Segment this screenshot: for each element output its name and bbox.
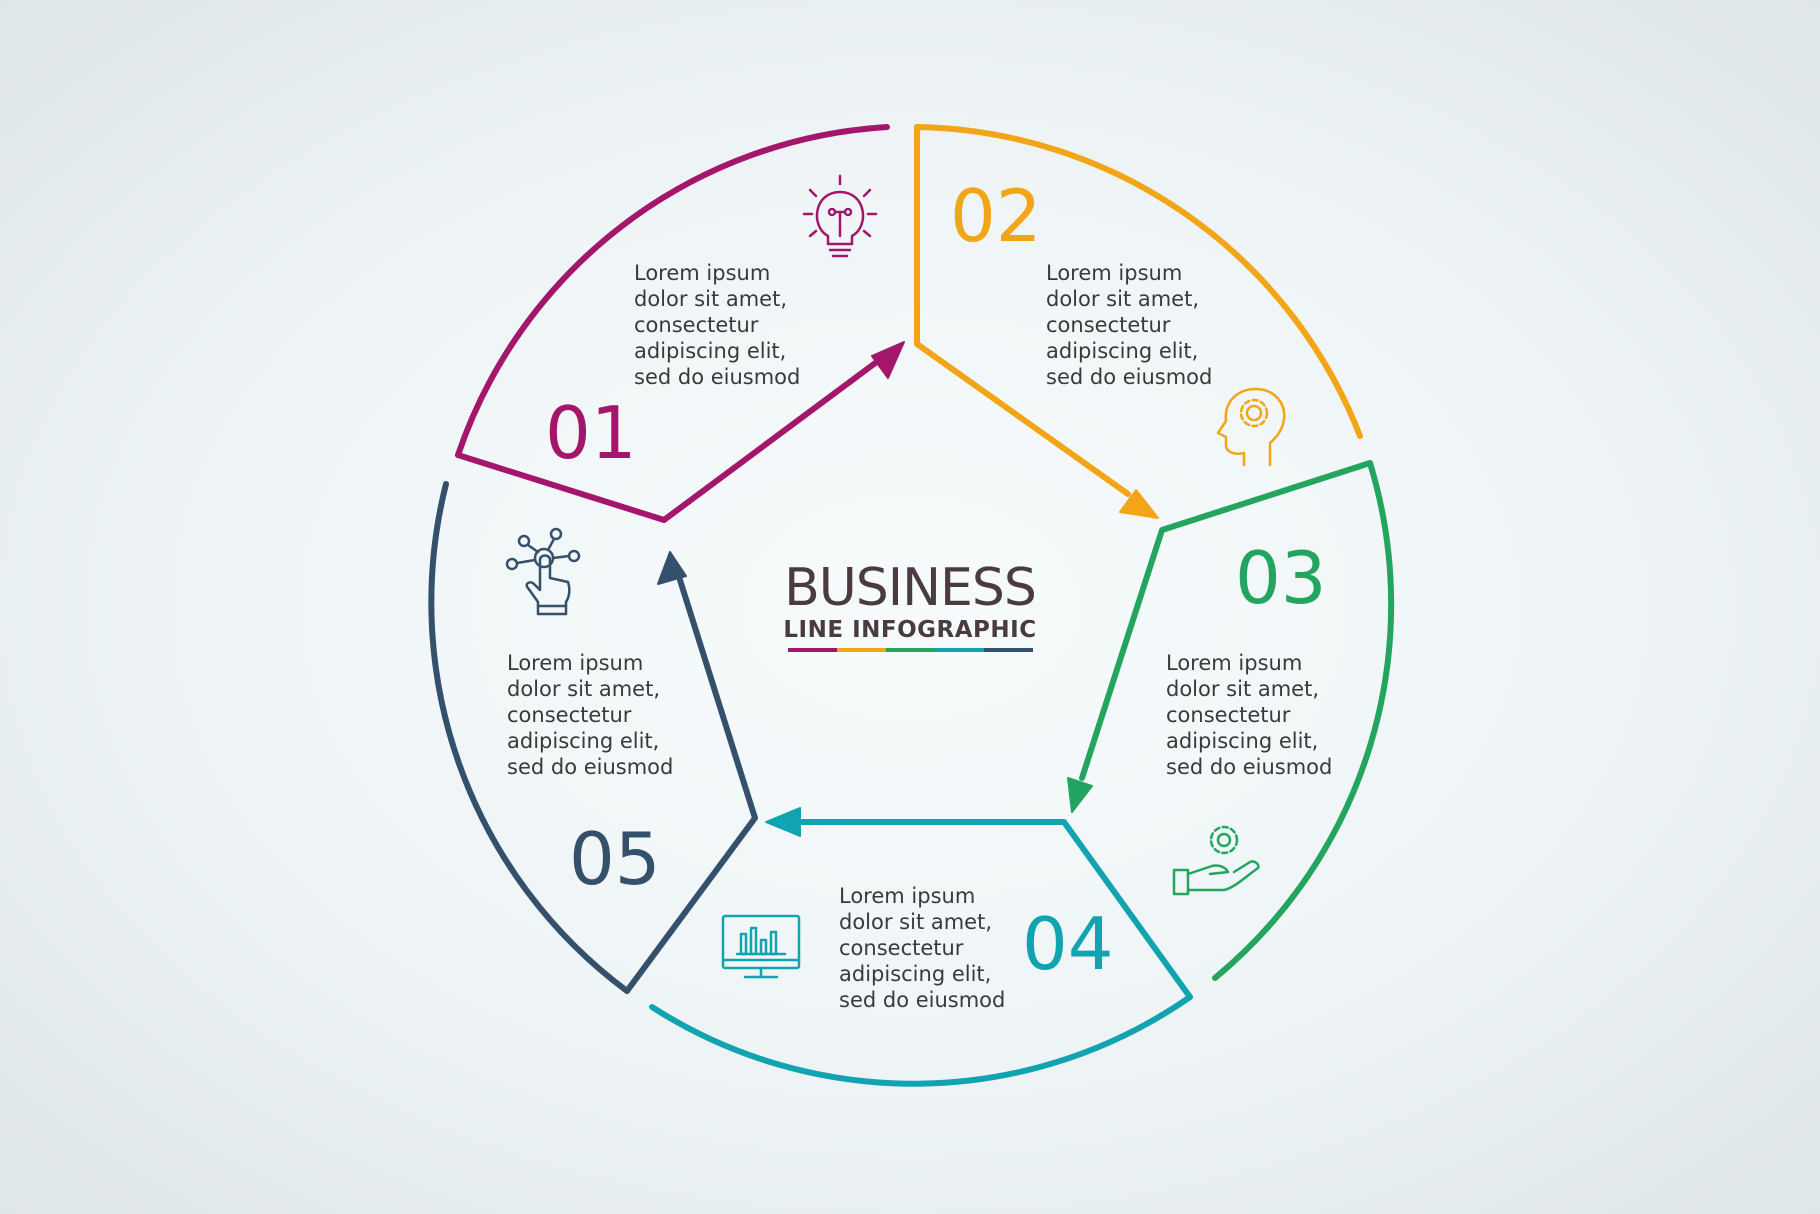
step-2-number: 02 bbox=[950, 174, 1042, 258]
step-1-text: Lorem ipsum dolor sit amet, consectetur … bbox=[634, 261, 801, 389]
segment-3-arc bbox=[1212, 460, 1395, 981]
segment-1-arrow-path bbox=[455, 355, 885, 523]
head-gear-icon bbox=[1216, 387, 1286, 467]
touch-network-icon bbox=[505, 527, 581, 616]
underline-segment-4 bbox=[934, 648, 984, 652]
segment-1 bbox=[455, 124, 905, 523]
segment-4-arc bbox=[649, 994, 1193, 1087]
underline-segment-1 bbox=[787, 648, 837, 652]
segment-5-arrow-path bbox=[624, 577, 758, 994]
segment-3 bbox=[1067, 460, 1395, 981]
title-sub: LINE INFOGRAPHIC bbox=[783, 617, 1037, 643]
lightbulb-icon bbox=[802, 174, 878, 258]
step-4-number: 04 bbox=[1022, 902, 1114, 986]
segment-2-arc bbox=[914, 124, 1363, 439]
segment-1-arc bbox=[455, 124, 890, 458]
segment-3-arrowhead bbox=[1067, 777, 1093, 813]
underline-segment-2 bbox=[836, 648, 886, 652]
segment-1-arrowhead bbox=[871, 341, 905, 379]
step-3-number: 03 bbox=[1235, 536, 1327, 620]
underline-segment-5 bbox=[983, 648, 1033, 652]
segment-4-arrowhead bbox=[765, 807, 801, 837]
step-3-text: Lorem ipsum dolor sit amet, consectetur … bbox=[1166, 651, 1333, 779]
underline-segment-3 bbox=[885, 648, 935, 652]
segment-2-arrow-path bbox=[914, 124, 1131, 497]
step-2-text: Lorem ipsum dolor sit amet, consectetur … bbox=[1046, 261, 1213, 389]
segment-5-arc bbox=[428, 481, 630, 994]
segment-4-arrow-path bbox=[789, 819, 1193, 1000]
segment-2-arrowhead bbox=[1119, 489, 1159, 519]
title-main: BUSINESS bbox=[784, 558, 1037, 618]
step-4-text: Lorem ipsum dolor sit amet, consectetur … bbox=[839, 884, 1006, 1012]
title-underline bbox=[780, 648, 1040, 652]
segment-3-arrow-path bbox=[1079, 460, 1373, 781]
segment-4 bbox=[649, 807, 1193, 1087]
hand-gear-icon bbox=[1172, 825, 1260, 896]
segment-5-arrowhead bbox=[657, 551, 687, 585]
center-title: BUSINESS LINE INFOGRAPHIC bbox=[780, 560, 1040, 652]
step-5-text: Lorem ipsum dolor sit amet, consectetur … bbox=[507, 651, 674, 779]
segment-2 bbox=[914, 124, 1363, 519]
step-1-number: 01 bbox=[545, 391, 637, 475]
monitor-chart-icon bbox=[721, 914, 801, 979]
step-5-number: 05 bbox=[569, 817, 661, 901]
segment-5 bbox=[428, 481, 758, 994]
